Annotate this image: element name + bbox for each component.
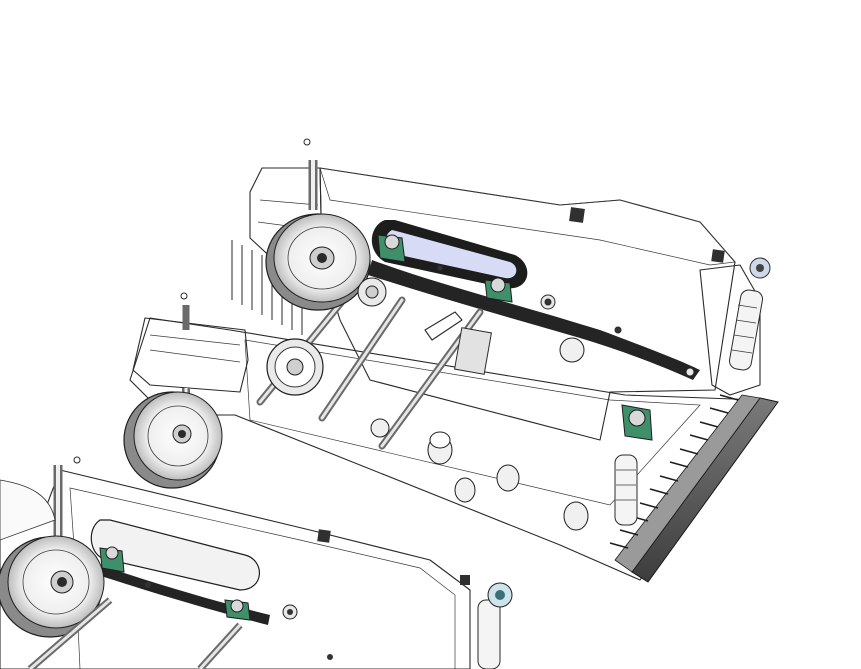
upper-side-plate-top bbox=[319, 167, 736, 266]
inner-bracket bbox=[454, 327, 492, 375]
lower-frame-top-face bbox=[244, 339, 701, 506]
wheel-icon bbox=[123, 391, 223, 489]
drive-belt bbox=[368, 260, 700, 380]
main-assembly bbox=[123, 138, 779, 583]
spring-icon bbox=[614, 257, 771, 526]
sprocket-icon bbox=[266, 277, 387, 396]
wheel-icon bbox=[0, 535, 105, 638]
bearing-icon bbox=[377, 234, 653, 441]
lower-frame-plate bbox=[129, 317, 761, 581]
rear-end-plate bbox=[699, 264, 761, 396]
idler-rollers bbox=[370, 337, 589, 531]
lower-left-bracket bbox=[132, 317, 249, 393]
tensioner-arm bbox=[424, 311, 463, 341]
upper-side-plate bbox=[319, 167, 736, 441]
wheel-icon bbox=[265, 213, 371, 311]
secondary-assembly bbox=[0, 456, 513, 669]
